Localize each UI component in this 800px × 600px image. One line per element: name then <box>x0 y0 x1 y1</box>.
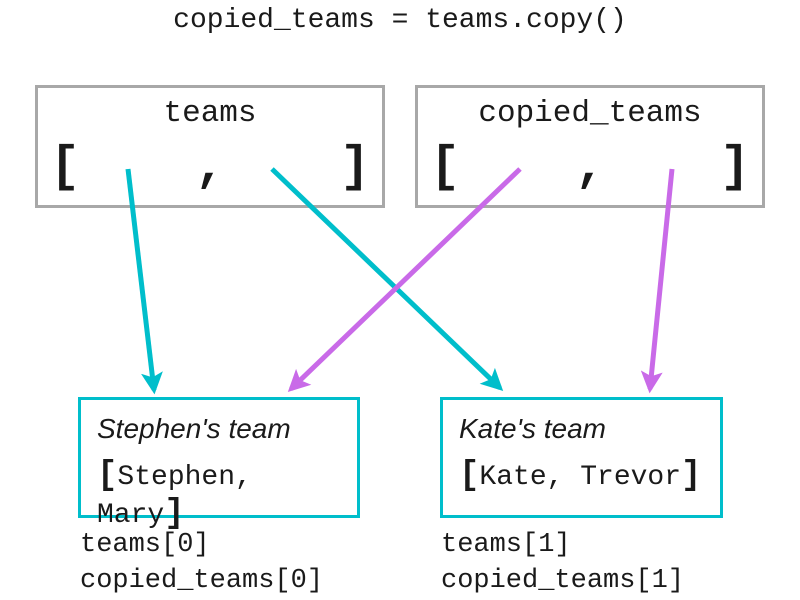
close-bracket: ] <box>339 139 370 196</box>
kates-team-title: Kate's team <box>459 413 606 444</box>
close-bracket: ] <box>164 495 185 533</box>
stephens-team-title: Stephen's team <box>97 413 291 444</box>
teams-bracket-row: [ , ] <box>50 143 370 193</box>
copied-teams-bracket-row: [ , ] <box>430 143 750 193</box>
open-bracket: [ <box>97 457 118 495</box>
close-bracket: ] <box>681 457 702 495</box>
stephens-team-box: Stephen's team [Stephen, Mary] <box>78 397 360 532</box>
kates-team-list: [Kate, Trevor] <box>459 458 704 496</box>
team-members: Kate, Trevor <box>479 462 682 493</box>
comma: , <box>574 139 605 196</box>
ref-teams-1: teams[1] <box>441 530 571 560</box>
copied-teams-list-box: copied_teams [ , ] <box>415 85 765 208</box>
teams-list-box: teams [ , ] <box>35 85 385 208</box>
ref-copied-teams-1: copied_teams[1] <box>441 566 685 596</box>
open-bracket: [ <box>459 457 480 495</box>
close-bracket: ] <box>719 139 750 196</box>
comma: , <box>194 139 225 196</box>
ref-copied-teams-0: copied_teams[0] <box>80 566 324 596</box>
team-members: Stephen, Mary <box>97 462 252 531</box>
stephens-team-list: [Stephen, Mary] <box>97 458 341 534</box>
open-bracket: [ <box>50 139 81 196</box>
copied-teams-box-label: copied_teams <box>478 96 702 131</box>
ref-teams-0: teams[0] <box>80 530 210 560</box>
kates-team-box: Kate's team [Kate, Trevor] <box>440 397 723 518</box>
code-title: copied_teams = teams.copy() <box>173 5 627 36</box>
open-bracket: [ <box>430 139 461 196</box>
teams-box-label: teams <box>163 96 257 131</box>
